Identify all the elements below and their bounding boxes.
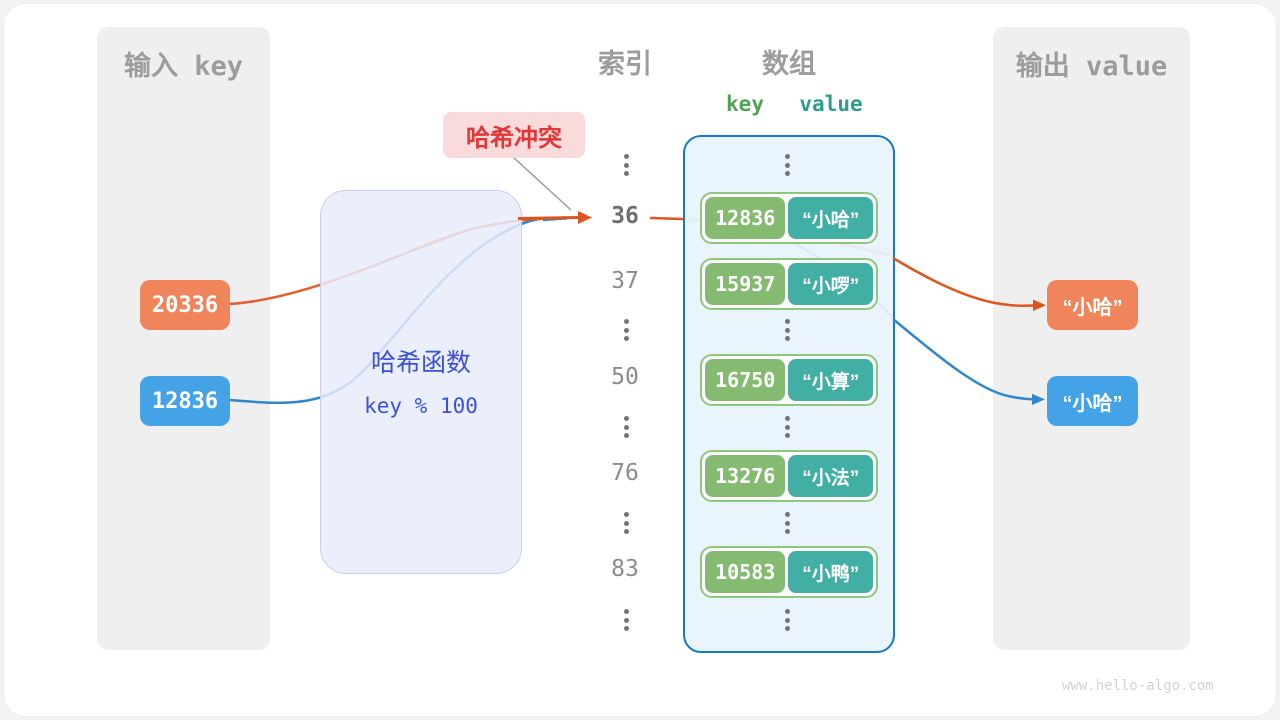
array-key-header: key: [726, 92, 764, 116]
hash-function-formula: key % 100: [364, 394, 478, 418]
index-value-76: 76: [611, 460, 639, 486]
index-value-37: 37: [611, 268, 639, 294]
output-value-box-orange: “小哈”: [1047, 280, 1138, 330]
input-panel-title: 输入 key: [123, 51, 244, 82]
array-pair-row: 16750 “小算”: [700, 354, 878, 406]
array-pair-row: 15937 “小啰”: [700, 258, 878, 310]
array-pair-row: 12836 “小哈”: [700, 192, 878, 244]
index-ellipsis: [624, 319, 629, 341]
hash-function-box: 哈希函数 key % 100: [320, 190, 522, 574]
index-ellipsis: [624, 416, 629, 438]
pair-key: 13276: [705, 455, 786, 497]
input-panel: [97, 27, 270, 650]
site-watermark: www.hello-algo.com: [1062, 678, 1214, 694]
pair-value: “小哈”: [788, 197, 873, 239]
index-value-36: 36: [611, 203, 639, 229]
array-ellipsis: [785, 512, 790, 534]
array-value-header: value: [799, 92, 863, 116]
array-pair-row: 10583 “小鸭”: [700, 546, 878, 598]
index-ellipsis: [624, 154, 629, 176]
index-column-title: 索引: [598, 49, 652, 79]
output-value-box-blue: “小哈”: [1047, 376, 1138, 426]
pair-key: 10583: [705, 551, 786, 593]
pair-key: 16750: [705, 359, 786, 401]
input-key-box-12836: 12836: [140, 376, 230, 426]
hash-collision-badge: 哈希冲突: [443, 112, 585, 158]
array-ellipsis: [785, 609, 790, 631]
pair-key: 12836: [705, 197, 786, 239]
pair-value: “小法”: [788, 455, 873, 497]
array-pair-row: 13276 “小法”: [700, 450, 878, 502]
index-value-50: 50: [611, 364, 639, 390]
index-ellipsis: [624, 512, 629, 534]
pair-value: “小鸭”: [788, 551, 873, 593]
index-value-83: 83: [611, 556, 639, 582]
hash-function-title: 哈希函数: [370, 349, 471, 377]
index-ellipsis: [624, 609, 629, 631]
array-ellipsis: [785, 154, 790, 176]
pair-key: 15937: [705, 263, 786, 305]
input-key-box-20336: 20336: [140, 280, 230, 330]
array-ellipsis: [785, 319, 790, 341]
output-panel-title: 输出 value: [1015, 51, 1168, 82]
array-ellipsis: [785, 416, 790, 438]
pair-value: “小啰”: [788, 263, 873, 305]
array-column-title: 数组: [762, 49, 816, 79]
pair-value: “小算”: [788, 359, 873, 401]
output-panel: [993, 27, 1190, 650]
